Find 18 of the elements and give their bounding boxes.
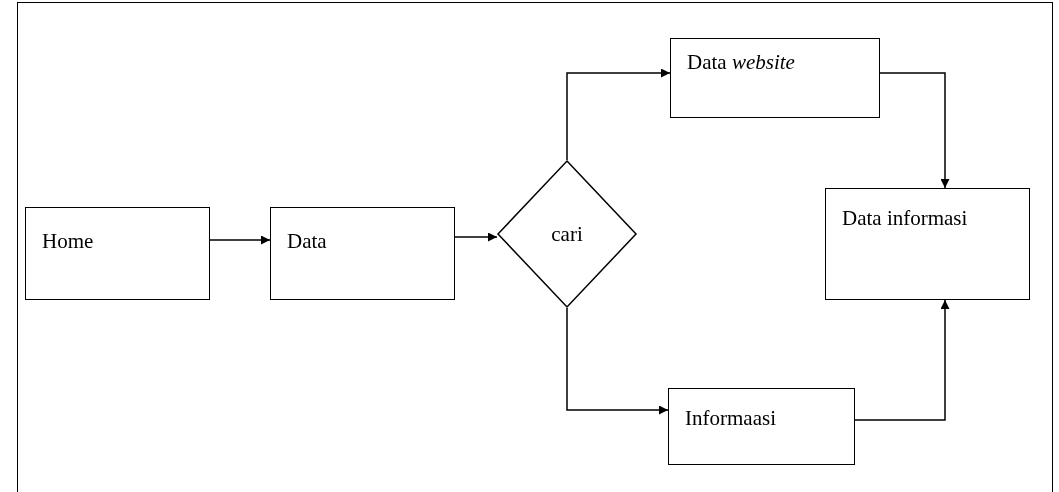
arrow — [454, 232, 498, 242]
process-box — [668, 388, 855, 465]
process-box — [670, 38, 880, 118]
process-box — [825, 188, 1030, 300]
process-box — [270, 207, 455, 300]
node-label: Home — [42, 228, 94, 255]
node-label: Data — [287, 228, 327, 255]
arrow — [566, 68, 671, 161]
arrow — [854, 299, 950, 421]
arrow — [209, 235, 271, 245]
arrow — [566, 307, 669, 415]
process-box — [25, 207, 210, 300]
node-label: Data website — [687, 49, 795, 76]
decision-diamond — [497, 160, 637, 308]
arrow — [879, 72, 950, 189]
node-label: Data informasi — [842, 205, 968, 232]
node-label: cari — [551, 220, 583, 248]
node-label: Informaasi — [685, 405, 776, 432]
